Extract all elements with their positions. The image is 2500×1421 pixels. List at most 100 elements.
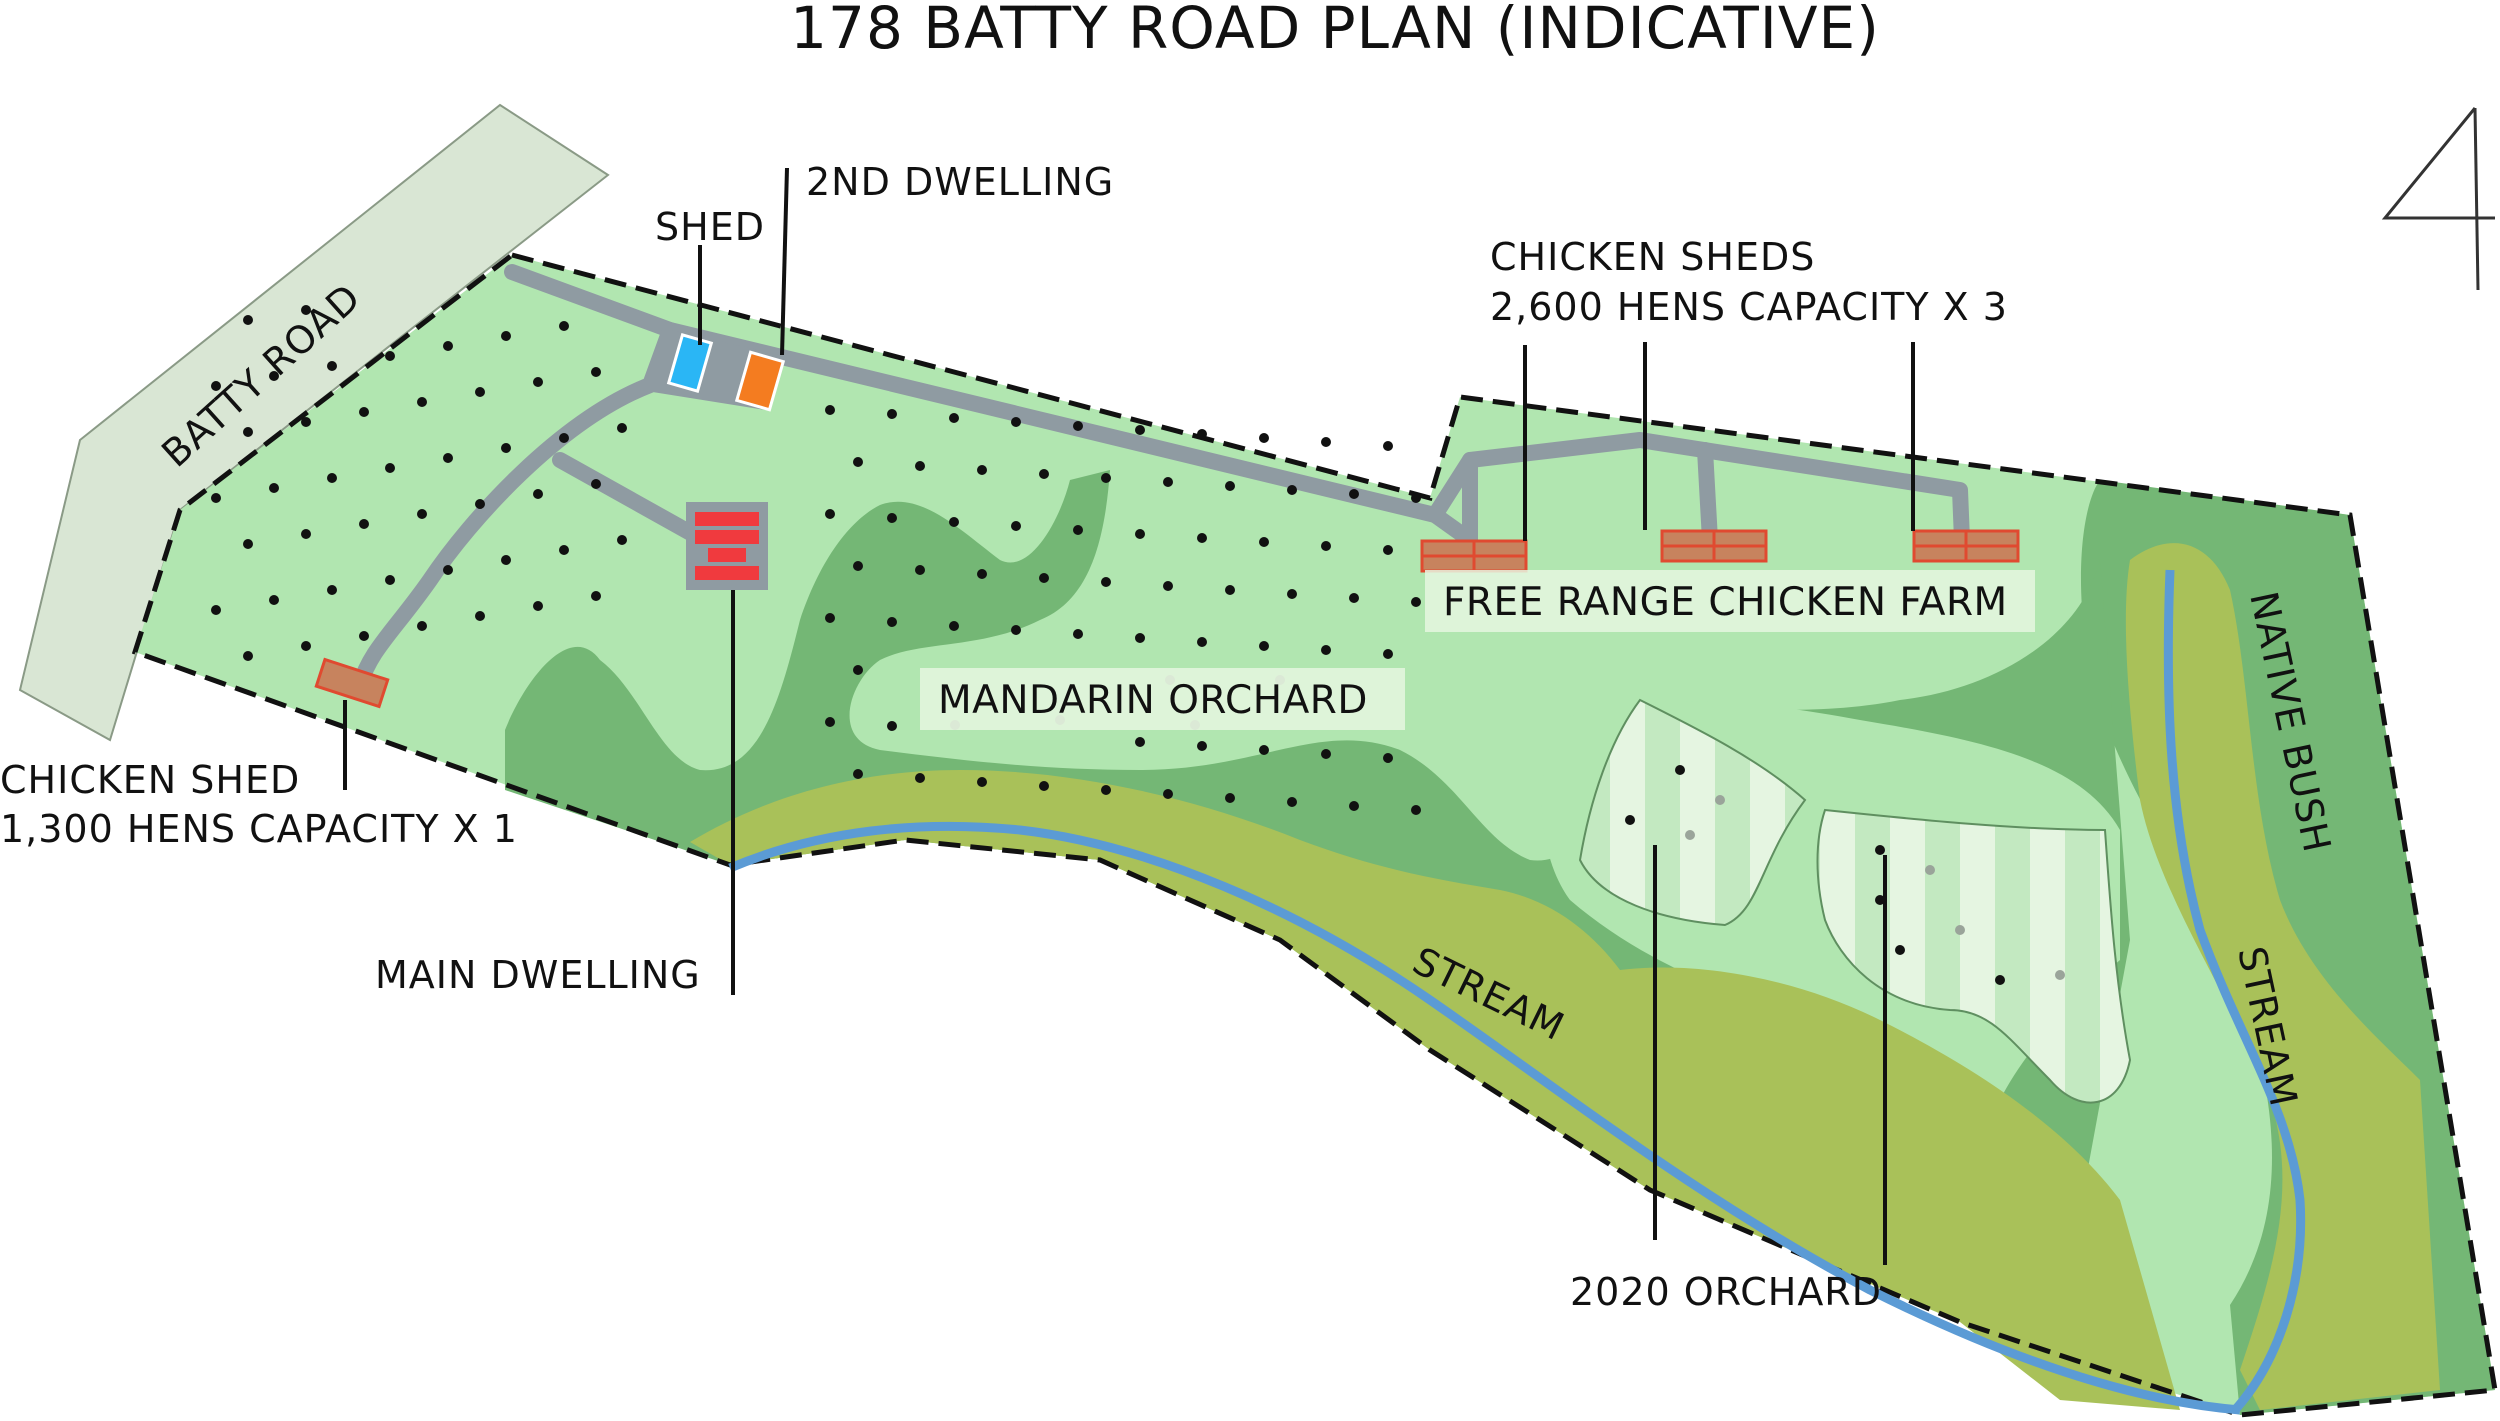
tree-dot xyxy=(1895,945,1905,955)
tree-dot xyxy=(243,427,253,437)
tree-dot xyxy=(443,453,453,463)
tree-dot xyxy=(1225,481,1235,491)
tree-dot xyxy=(301,529,311,539)
tree-dot xyxy=(825,613,835,623)
tree-dot xyxy=(1101,577,1111,587)
map-title: 178 BATTY ROAD PLAN (INDICATIVE) xyxy=(790,0,1880,62)
tree-dot xyxy=(825,405,835,415)
tree-dot xyxy=(1259,537,1269,547)
tree-dot xyxy=(1383,753,1393,763)
tree-dot xyxy=(887,617,897,627)
chicken-sheds-label-line2: 2,600 HENS CAPACITY X 3 xyxy=(1490,285,2008,329)
tree-dot xyxy=(887,721,897,731)
tree-dot xyxy=(1259,745,1269,755)
tree-dot xyxy=(1625,815,1635,825)
tree-dot xyxy=(1955,925,1965,935)
mandarin-orchard-label-bg xyxy=(920,668,1405,730)
tree-dot xyxy=(533,377,543,387)
tree-dot xyxy=(1197,429,1207,439)
tree-dot xyxy=(501,555,511,565)
flood-zone xyxy=(690,543,2440,1410)
tree-dot xyxy=(327,361,337,371)
tree-dot xyxy=(1321,437,1331,447)
tree-dot xyxy=(1715,795,1725,805)
tree-dot xyxy=(1197,533,1207,543)
tree-dot xyxy=(1011,417,1021,427)
tree-dot xyxy=(1135,633,1145,643)
tree-dot xyxy=(591,367,601,377)
tree-dot xyxy=(243,315,253,325)
tree-dot xyxy=(533,489,543,499)
tree-dot xyxy=(1259,433,1269,443)
chicken-shed-3 xyxy=(1912,529,2020,563)
tree-dot xyxy=(1225,793,1235,803)
stream-south xyxy=(728,821,2241,1415)
tree-dot xyxy=(853,769,863,779)
tree-dot xyxy=(1383,441,1393,451)
tree-dot xyxy=(243,651,253,661)
tree-dot xyxy=(417,621,427,631)
tree-dot xyxy=(1875,845,1885,855)
tree-dot xyxy=(559,433,569,443)
chicken-shed-label-line2: 1,300 HENS CAPACITY X 1 xyxy=(0,807,518,851)
tree-dot xyxy=(359,407,369,417)
tree-dot xyxy=(243,539,253,549)
tree-dot xyxy=(1349,489,1359,499)
tree-dot xyxy=(2055,970,2065,980)
tree-dot xyxy=(475,499,485,509)
chicken-shed-west xyxy=(314,657,390,709)
tree-dot xyxy=(977,777,987,787)
tree-dot xyxy=(949,621,959,631)
tree-dot xyxy=(1135,425,1145,435)
tree-dot xyxy=(211,605,221,615)
tree-dot xyxy=(617,423,627,433)
leader-lines xyxy=(343,167,1915,1265)
main-dwelling-label: MAIN DWELLING xyxy=(375,953,701,997)
tree-dot xyxy=(443,341,453,351)
tree-dot xyxy=(327,585,337,595)
tree-dot xyxy=(977,465,987,475)
tree-dot xyxy=(1675,765,1685,775)
tree-dot xyxy=(1349,593,1359,603)
chicken-shed-1 xyxy=(1420,539,1528,573)
tree-dot xyxy=(1383,649,1393,659)
tree-dot xyxy=(825,717,835,727)
tree-dot xyxy=(559,545,569,555)
north-arrow-icon xyxy=(2381,107,2495,291)
chicken-shed-2 xyxy=(1660,529,1768,563)
tree-dot xyxy=(269,371,279,381)
tree-dot xyxy=(1101,473,1111,483)
tree-dot xyxy=(1411,805,1421,815)
tree-dot xyxy=(475,387,485,397)
tree-dot xyxy=(211,493,221,503)
tree-dot xyxy=(1925,865,1935,875)
tree-dot xyxy=(949,517,959,527)
second-dwelling-label: 2ND DWELLING xyxy=(806,160,1114,204)
tree-dot xyxy=(1875,895,1885,905)
tree-dot xyxy=(269,483,279,493)
tree-dot xyxy=(385,351,395,361)
tree-dot xyxy=(1073,525,1083,535)
tree-dot xyxy=(269,595,279,605)
tree-dot xyxy=(1073,629,1083,639)
tree-dot xyxy=(949,413,959,423)
tree-dot xyxy=(301,641,311,651)
tree-dot xyxy=(1039,573,1049,583)
tree-dot xyxy=(1163,477,1173,487)
tree-dot xyxy=(915,773,925,783)
stream-east xyxy=(2163,569,2306,1414)
property-boundary xyxy=(131,252,2498,1418)
tree-dot xyxy=(559,321,569,331)
tree-dot xyxy=(1259,641,1269,651)
tree-dot xyxy=(915,461,925,471)
tree-dot xyxy=(853,665,863,675)
tree-dot xyxy=(1039,781,1049,791)
tree-dot xyxy=(1287,589,1297,599)
tree-dot xyxy=(385,463,395,473)
tree-dot xyxy=(1685,830,1695,840)
tree-dot xyxy=(1349,801,1359,811)
tree-dot xyxy=(915,565,925,575)
tree-dot xyxy=(1197,741,1207,751)
tree-dot xyxy=(1411,493,1421,503)
tree-dot xyxy=(1287,485,1297,495)
